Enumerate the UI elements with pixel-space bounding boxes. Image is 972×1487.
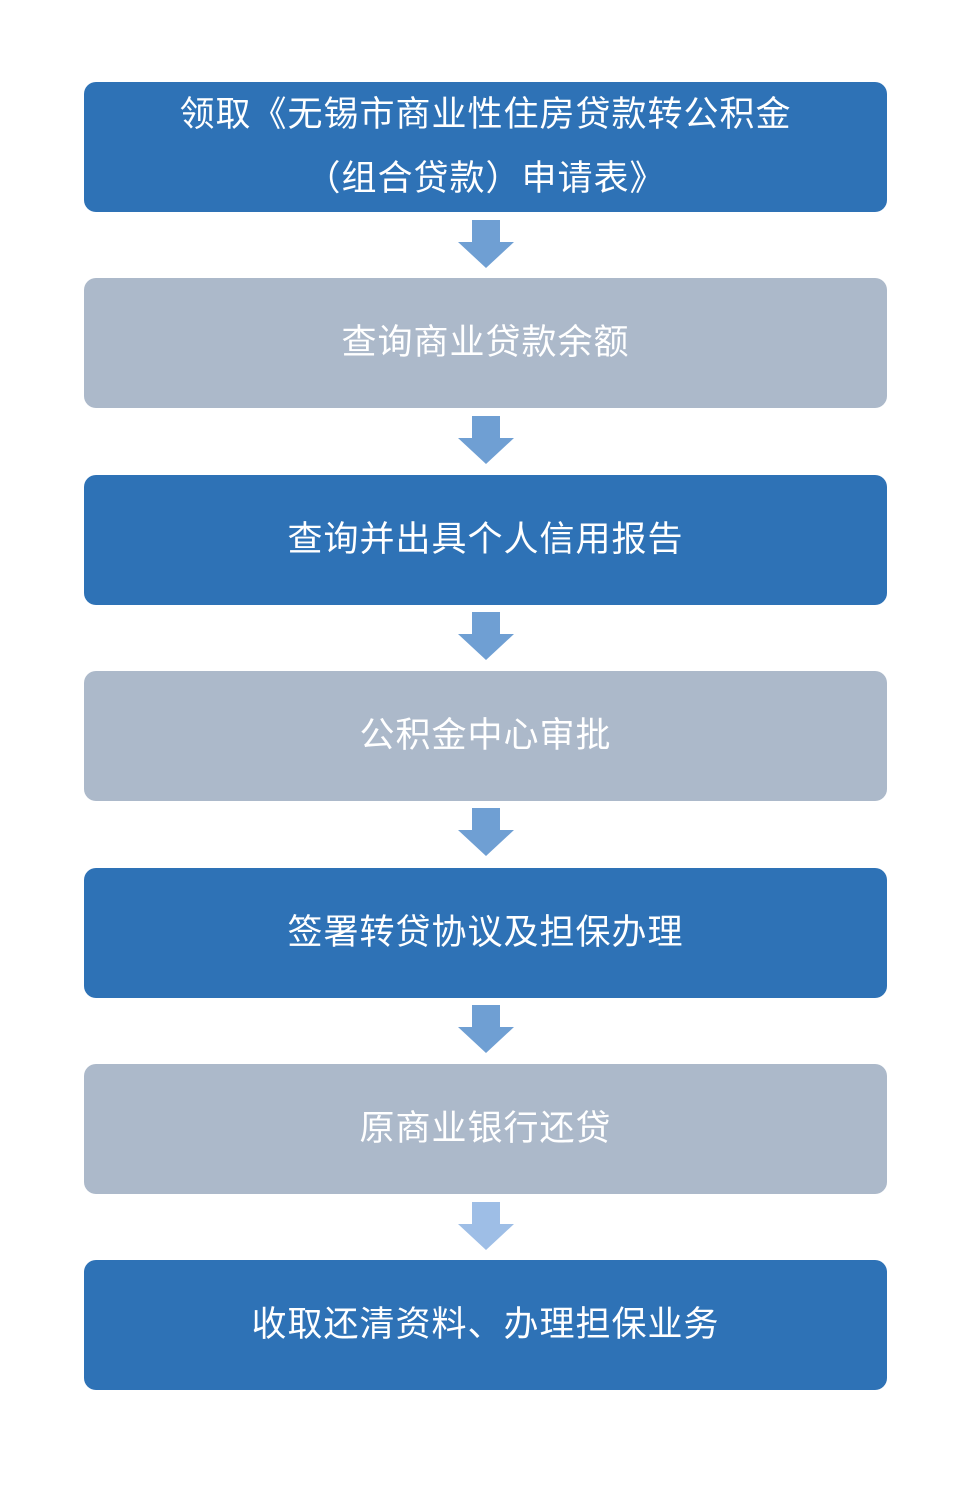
step-3-label: 查询并出具个人信用报告 xyxy=(287,520,684,560)
step-1-line-1: 领取《无锡市商业性住房贷款转公积金 xyxy=(179,95,792,135)
step-6-bank-repayment: 原商业银行还贷 xyxy=(84,1064,887,1194)
step-7-collect-documents: 收取还清资料、办理担保业务 xyxy=(84,1260,887,1390)
down-arrow-icon xyxy=(456,1202,516,1252)
step-1-get-application-form: 领取《无锡市商业性住房贷款转公积金 （组合贷款）申请表》 xyxy=(84,82,887,212)
down-arrow-icon xyxy=(456,416,516,466)
step-5-sign-agreement: 签署转贷协议及担保办理 xyxy=(84,868,887,998)
step-3-credit-report: 查询并出具个人信用报告 xyxy=(84,475,887,605)
down-arrow-icon xyxy=(456,612,516,662)
down-arrow-icon xyxy=(456,1005,516,1055)
step-2-query-commercial-loan-balance: 查询商业贷款余额 xyxy=(84,278,887,408)
down-arrow-icon xyxy=(456,808,516,858)
step-4-label: 公积金中心审批 xyxy=(359,716,612,756)
step-2-label: 查询商业贷款余额 xyxy=(341,323,630,363)
step-5-label: 签署转贷协议及担保办理 xyxy=(287,913,684,953)
step-7-label: 收取还清资料、办理担保业务 xyxy=(251,1305,720,1345)
down-arrow-icon xyxy=(456,220,516,270)
step-6-label: 原商业银行还贷 xyxy=(359,1109,612,1149)
step-4-fund-center-approval: 公积金中心审批 xyxy=(84,671,887,801)
step-1-line-2: （组合贷款）申请表》 xyxy=(305,159,666,199)
